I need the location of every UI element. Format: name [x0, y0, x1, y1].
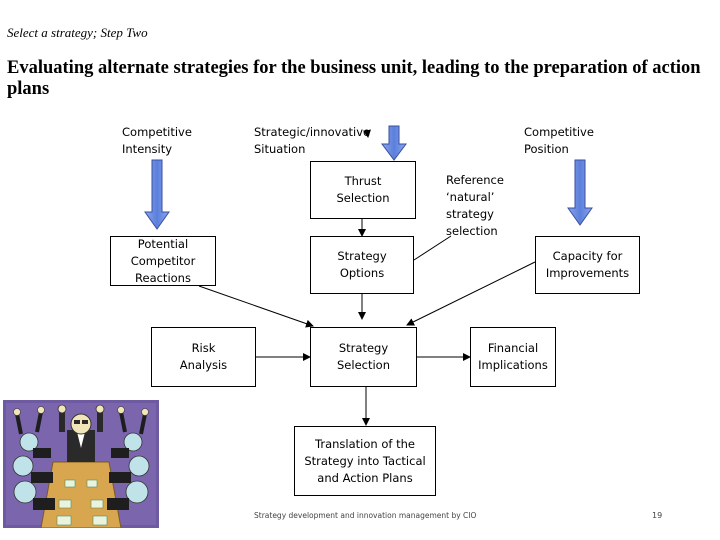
label-competitive-position: Competitive Position	[524, 125, 594, 156]
label-strategic-situation: Strategic/innovative Situation	[254, 125, 371, 156]
arrow-competitor-to-selection	[198, 285, 314, 328]
slide-kicker: Select a strategy; Step Two	[7, 25, 148, 40]
meeting-table-clipart-icon	[3, 400, 159, 528]
slide-title: Evaluating alternate strategies for the …	[7, 58, 701, 99]
box-risk-analysis: Risk Analysis	[151, 327, 256, 387]
box-capacity-for-improvements: Capacity for Improvements	[535, 236, 640, 294]
block-arrow-competitive-position	[567, 159, 593, 226]
label-competitive-intensity: Competitive Intensity	[122, 125, 192, 156]
box-financial-implications: Financial Implications	[470, 327, 556, 387]
page-number: 19	[652, 511, 663, 520]
line-reference-to-options	[413, 235, 452, 261]
arrow-capacity-to-selection	[406, 261, 536, 326]
block-arrow-strategic-situation	[381, 125, 407, 161]
arrow-strategic-situation-tick	[363, 129, 371, 138]
box-strategy-selection: Strategy Selection	[310, 327, 417, 387]
footer-credit: Strategy development and innovation mana…	[254, 511, 477, 520]
box-strategy-options: Strategy Options	[310, 236, 414, 294]
box-translation-action-plans: Translation of the Strategy into Tactica…	[294, 426, 436, 496]
label-reference-note: Reference ‘natural’ strategy selection	[446, 173, 504, 238]
block-arrow-competitive-intensity	[144, 159, 170, 230]
box-thrust-selection: Thrust Selection	[310, 161, 416, 219]
box-potential-competitor-reactions: Potential Competitor Reactions	[110, 236, 216, 286]
